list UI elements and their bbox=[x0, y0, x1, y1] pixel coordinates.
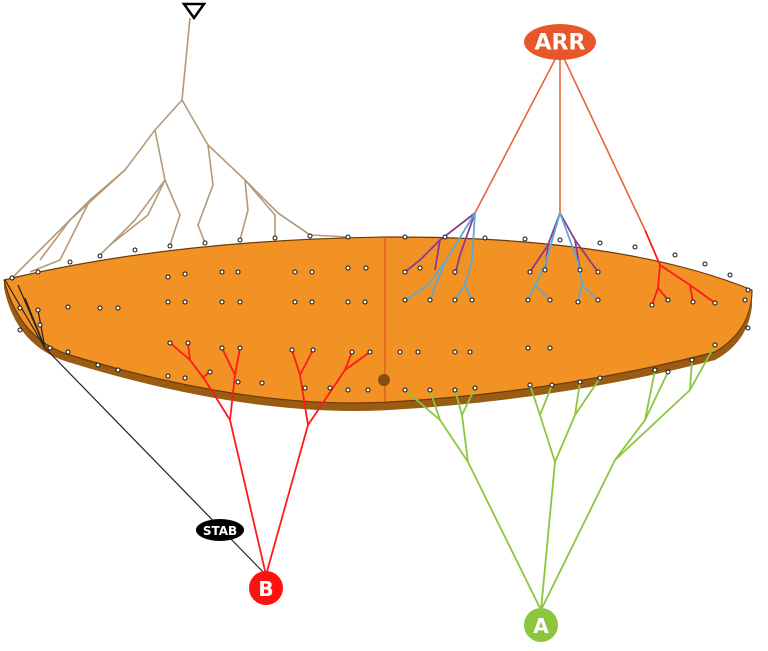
arr-label: ARR bbox=[535, 31, 586, 56]
arr-left-cascade bbox=[404, 212, 476, 301]
arr-badge: ARR bbox=[524, 24, 596, 60]
stab-badge: STAB bbox=[196, 519, 244, 541]
b-badge: B bbox=[249, 571, 283, 605]
upper-bridle-lines bbox=[11, 17, 349, 279]
a-badge: A bbox=[524, 608, 558, 642]
canopy bbox=[3, 236, 753, 411]
stab-label: STAB bbox=[203, 524, 237, 538]
a-bridle-lines bbox=[404, 344, 716, 611]
center-knot bbox=[378, 374, 390, 386]
canopy-top-surface bbox=[3, 236, 753, 404]
arr-red-branches bbox=[644, 229, 716, 306]
a-label: A bbox=[533, 614, 549, 638]
b-label: B bbox=[258, 577, 273, 601]
attachment-points bbox=[9, 233, 751, 393]
arr-center-cascade bbox=[527, 212, 599, 303]
arr-bridle-lines bbox=[474, 49, 646, 231]
triangle-down-icon bbox=[181, 2, 207, 21]
b-bridle-lines bbox=[169, 342, 371, 576]
